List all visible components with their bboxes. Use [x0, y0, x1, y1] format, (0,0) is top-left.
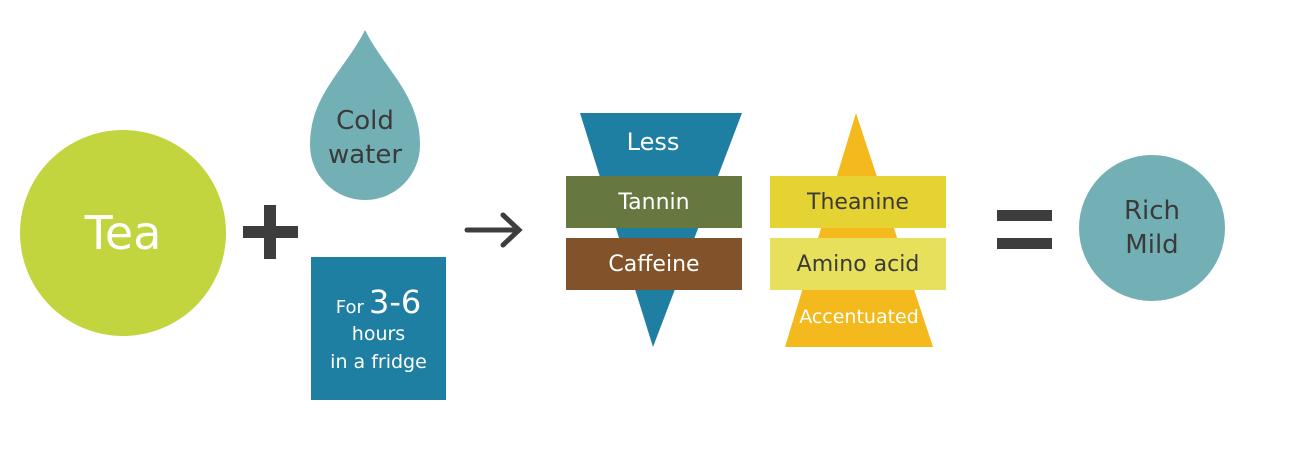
equals-icon: [997, 210, 1052, 249]
water-line2: water: [327, 140, 403, 170]
caffeine-bar: Caffeine: [566, 238, 742, 290]
amino-acid-bar: Amino acid: [770, 238, 946, 290]
inverted-triangle: [580, 113, 742, 347]
theanine-bar: Theanine: [770, 176, 946, 228]
accentuated-label: Accentuated: [799, 306, 919, 328]
time-range: 3-6: [368, 283, 422, 321]
result-line2: Mild: [1125, 230, 1179, 260]
result-line1: Rich: [1123, 196, 1181, 226]
tea-label: Tea: [84, 206, 162, 260]
cold-water-label: Cold water: [310, 104, 420, 172]
arrow-icon: [464, 212, 523, 248]
water-drop-shape: [310, 30, 420, 200]
less-label: Less: [626, 128, 680, 156]
time-prefix: For: [335, 297, 364, 318]
result-circle: Rich Mild: [1079, 155, 1225, 301]
time-line3: in a fridge: [330, 351, 427, 373]
fridge-time-box: For 3-6 hours in a fridge: [311, 257, 446, 400]
tannin-bar: Tannin: [566, 176, 742, 228]
plus-icon: [243, 205, 298, 259]
time-line2: hours: [351, 323, 406, 345]
tea-circle: Tea: [20, 130, 226, 336]
water-line1: Cold: [336, 106, 394, 136]
